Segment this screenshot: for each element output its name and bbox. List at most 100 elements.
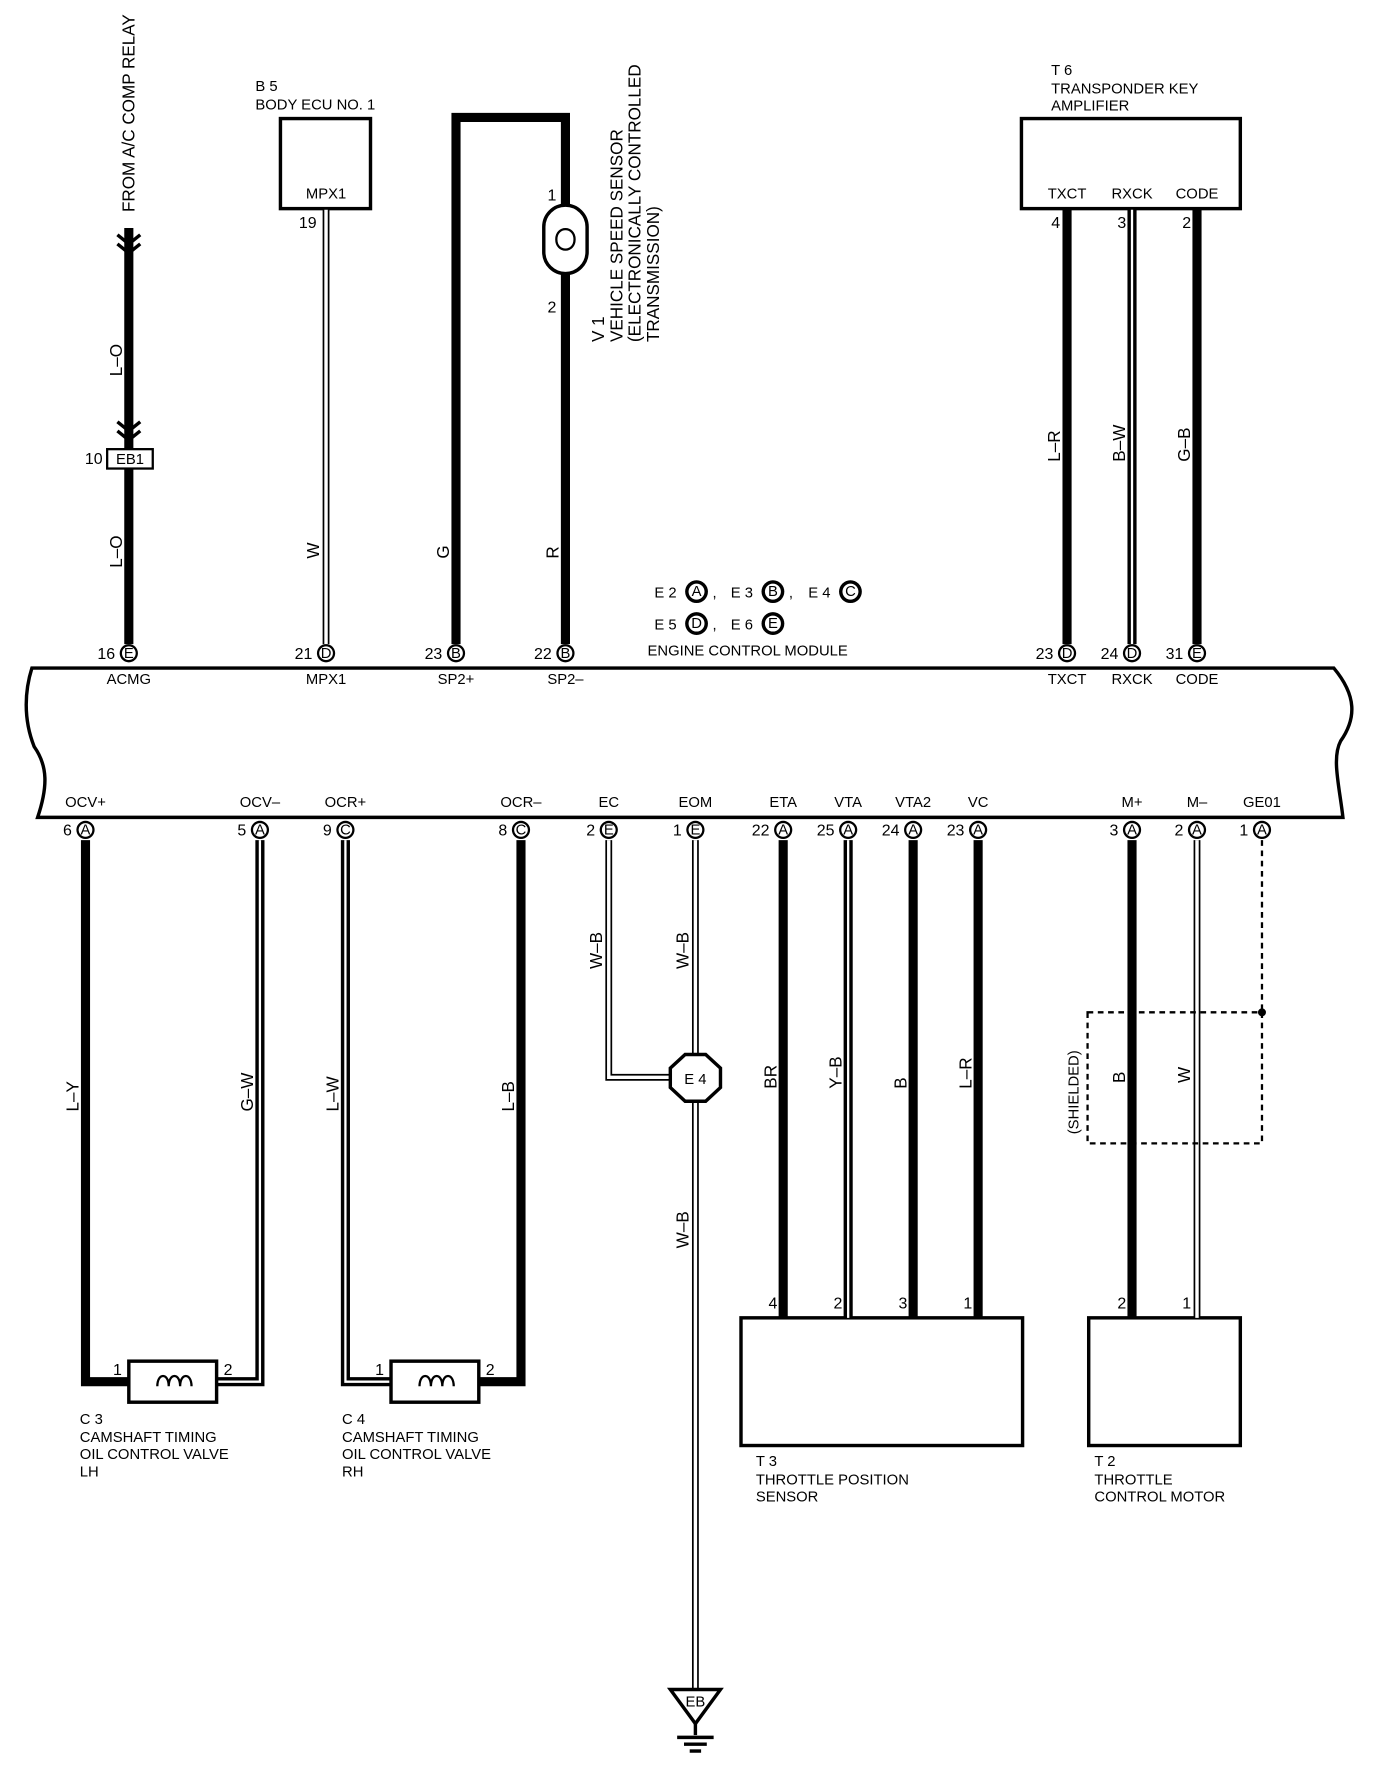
v1-id: V 1 [589,316,608,342]
ecm-bottom-pin-number-5: 1 [673,823,682,840]
ecm-bottom-terminal-8: VTA2 [895,795,931,811]
t6-pin-txct: 4 [1051,215,1060,232]
ecm-top-pin-3-letter: B [560,646,570,662]
ecm-connector-code-0: E 2 [654,585,676,601]
ecm-bottom-pin-number-3: 8 [498,823,507,840]
wire-color-ocv-plus: L–Y [64,1080,83,1111]
b5-name: BODY ECU NO. 1 [255,97,375,113]
ecm-bottom-pin-8-circle-inner [906,823,920,837]
ecm-top-pin-6-letter: E [1192,646,1202,662]
ecm-top-pin-2-letter: B [451,646,461,662]
ecm-top-pin-number-6: 31 [1166,646,1184,663]
ecm-connector-sep-0: , [713,585,717,601]
ecm-connector-code-4: E 6 [731,617,753,633]
ecm-bottom-pin-2-letter: C [340,822,351,838]
t2-id: T 2 [1094,1454,1115,1470]
ecm-connector-sep-3: , [713,617,717,633]
ecm-bottom-pin-6-circle-inner [776,823,791,837]
v1-pin-1: 1 [547,188,556,205]
ecm-bottom-terminal-9: VC [968,795,989,811]
ecm-bottom-pin-6-letter: A [778,822,788,838]
arrow-into-eb1 [116,420,142,434]
c3-name-2: OIL CONTROL VALVE [80,1447,229,1463]
t3-pin-vta2: 3 [898,1296,907,1313]
ecm-top-pin-1-letter: D [321,646,332,662]
wire-color-code: G–B [1175,427,1194,461]
ecm-top-pin-3-circle-inner [558,646,573,661]
ecm-top-pin-5-circle-inner [1125,646,1139,661]
t6-transponder-amp [1019,116,1243,211]
ecm-bottom-pin-number-8: 24 [882,823,900,840]
arrow-from-relay-2 [116,242,142,256]
c3-name-1: CAMSHAFT TIMING [80,1430,217,1446]
ecm-bottom-terminal-0: OCV+ [65,795,106,811]
t3-pin-eta: 4 [768,1296,777,1313]
t2-name-1: THROTTLE [1094,1472,1172,1488]
ecm-bottom-pin-1-letter: A [255,822,265,838]
ecm-bottom-pin-number-11: 2 [1174,823,1183,840]
t6-name-2: AMPLIFIER [1051,99,1129,115]
wire-color-ocr-minus: L–B [499,1081,518,1111]
ecm-body [24,666,1354,820]
wire-color-mpx1: W [304,542,323,559]
eb1-connector [106,448,154,470]
arrow-from-relay [116,233,142,247]
wire-color-acmg-upper: L–O [107,344,126,376]
ecm-top-pin-number-0: 16 [97,646,115,663]
ecm-bottom-pin-number-6: 22 [752,823,770,840]
ecm-bottom-pin-8-letter: A [908,822,918,838]
c3-valve-body [127,1359,219,1404]
ecm-top-pin-0-letter: E [124,646,134,662]
ecm-bottom-pin-number-12: 1 [1239,823,1248,840]
ecm-top-terminal-0: ACMG [107,672,151,688]
ecm-connector-badge-inner-2 [842,583,859,600]
ecm-connector-code-2: E 4 [808,585,830,601]
v1-name-1: VEHICLE SPEED SENSOR [607,129,626,342]
ecm-connector-code-1: E 3 [731,585,753,601]
wire-color-m-plus: B [1110,1072,1129,1083]
ecm-bottom-pin-5-letter: E [690,822,700,838]
c4-pin-2: 2 [486,1362,495,1379]
ecm-top-pin-0-circle-inner [121,646,136,661]
ecm-bottom-pin-1-circle-inner [253,823,267,837]
t6-terminal-2: CODE [1176,186,1219,202]
t3-id: T 3 [756,1454,777,1470]
ecm-top-pin-number-3: 22 [534,646,552,663]
v1-coil-icon [555,228,576,251]
t6-pin-rxck: 3 [1117,215,1126,232]
c4-valve-body [389,1359,481,1404]
v1-name-2: (ELECTRONICALLY CONTROLLED [626,64,645,342]
ecm-bottom-pin-number-7: 25 [817,823,835,840]
ac-comp-relay-label: FROM A/C COMP RELAY [120,14,139,212]
ecm-bottom-terminal-5: EOM [679,795,713,811]
ecm-top-terminal-4: TXCT [1048,672,1087,688]
ecm-bottom-pin-3-circle-inner [514,823,528,837]
ecm-bottom-pin-9-circle-inner [971,823,985,837]
ecm-connector-badge-inner-3 [688,615,705,632]
c4-coil-icon [418,1374,455,1387]
wire-sp2-plus [451,112,570,645]
t2-throttle-motor [1086,1316,1243,1448]
ground-eb-triangle [666,1687,724,1727]
ecm-bottom-terminal-1: OCV– [240,795,281,811]
t3-name-2: SENSOR [756,1489,819,1505]
wire-color-ocr-plus: L–W [324,1075,343,1111]
wire-color-ec: W–B [587,932,606,969]
wire-color-txct: L–R [1045,430,1064,461]
ecm-bottom-terminal-11: M– [1187,795,1208,811]
ecm-top-pin-4-letter: D [1062,646,1073,662]
ecm-top-terminal-5: RXCK [1111,672,1152,688]
wire-ec [605,840,675,1081]
ecm-bottom-pin-number-1: 5 [237,823,246,840]
wire-ec-core [607,840,675,1080]
ecm-connector-sep-1: , [789,585,793,601]
wire-ocr-minus [478,840,526,1387]
ecm-connector-code-3: E 5 [654,617,676,633]
ecm-connector-badge-inner-4 [764,615,781,632]
wire-color-sp2-minus: R [544,546,563,558]
ecm-bottom-pin-5-circle-inner [688,823,703,837]
ecm-top-terminal-6: CODE [1176,672,1219,688]
c4-id: C 4 [342,1412,365,1428]
